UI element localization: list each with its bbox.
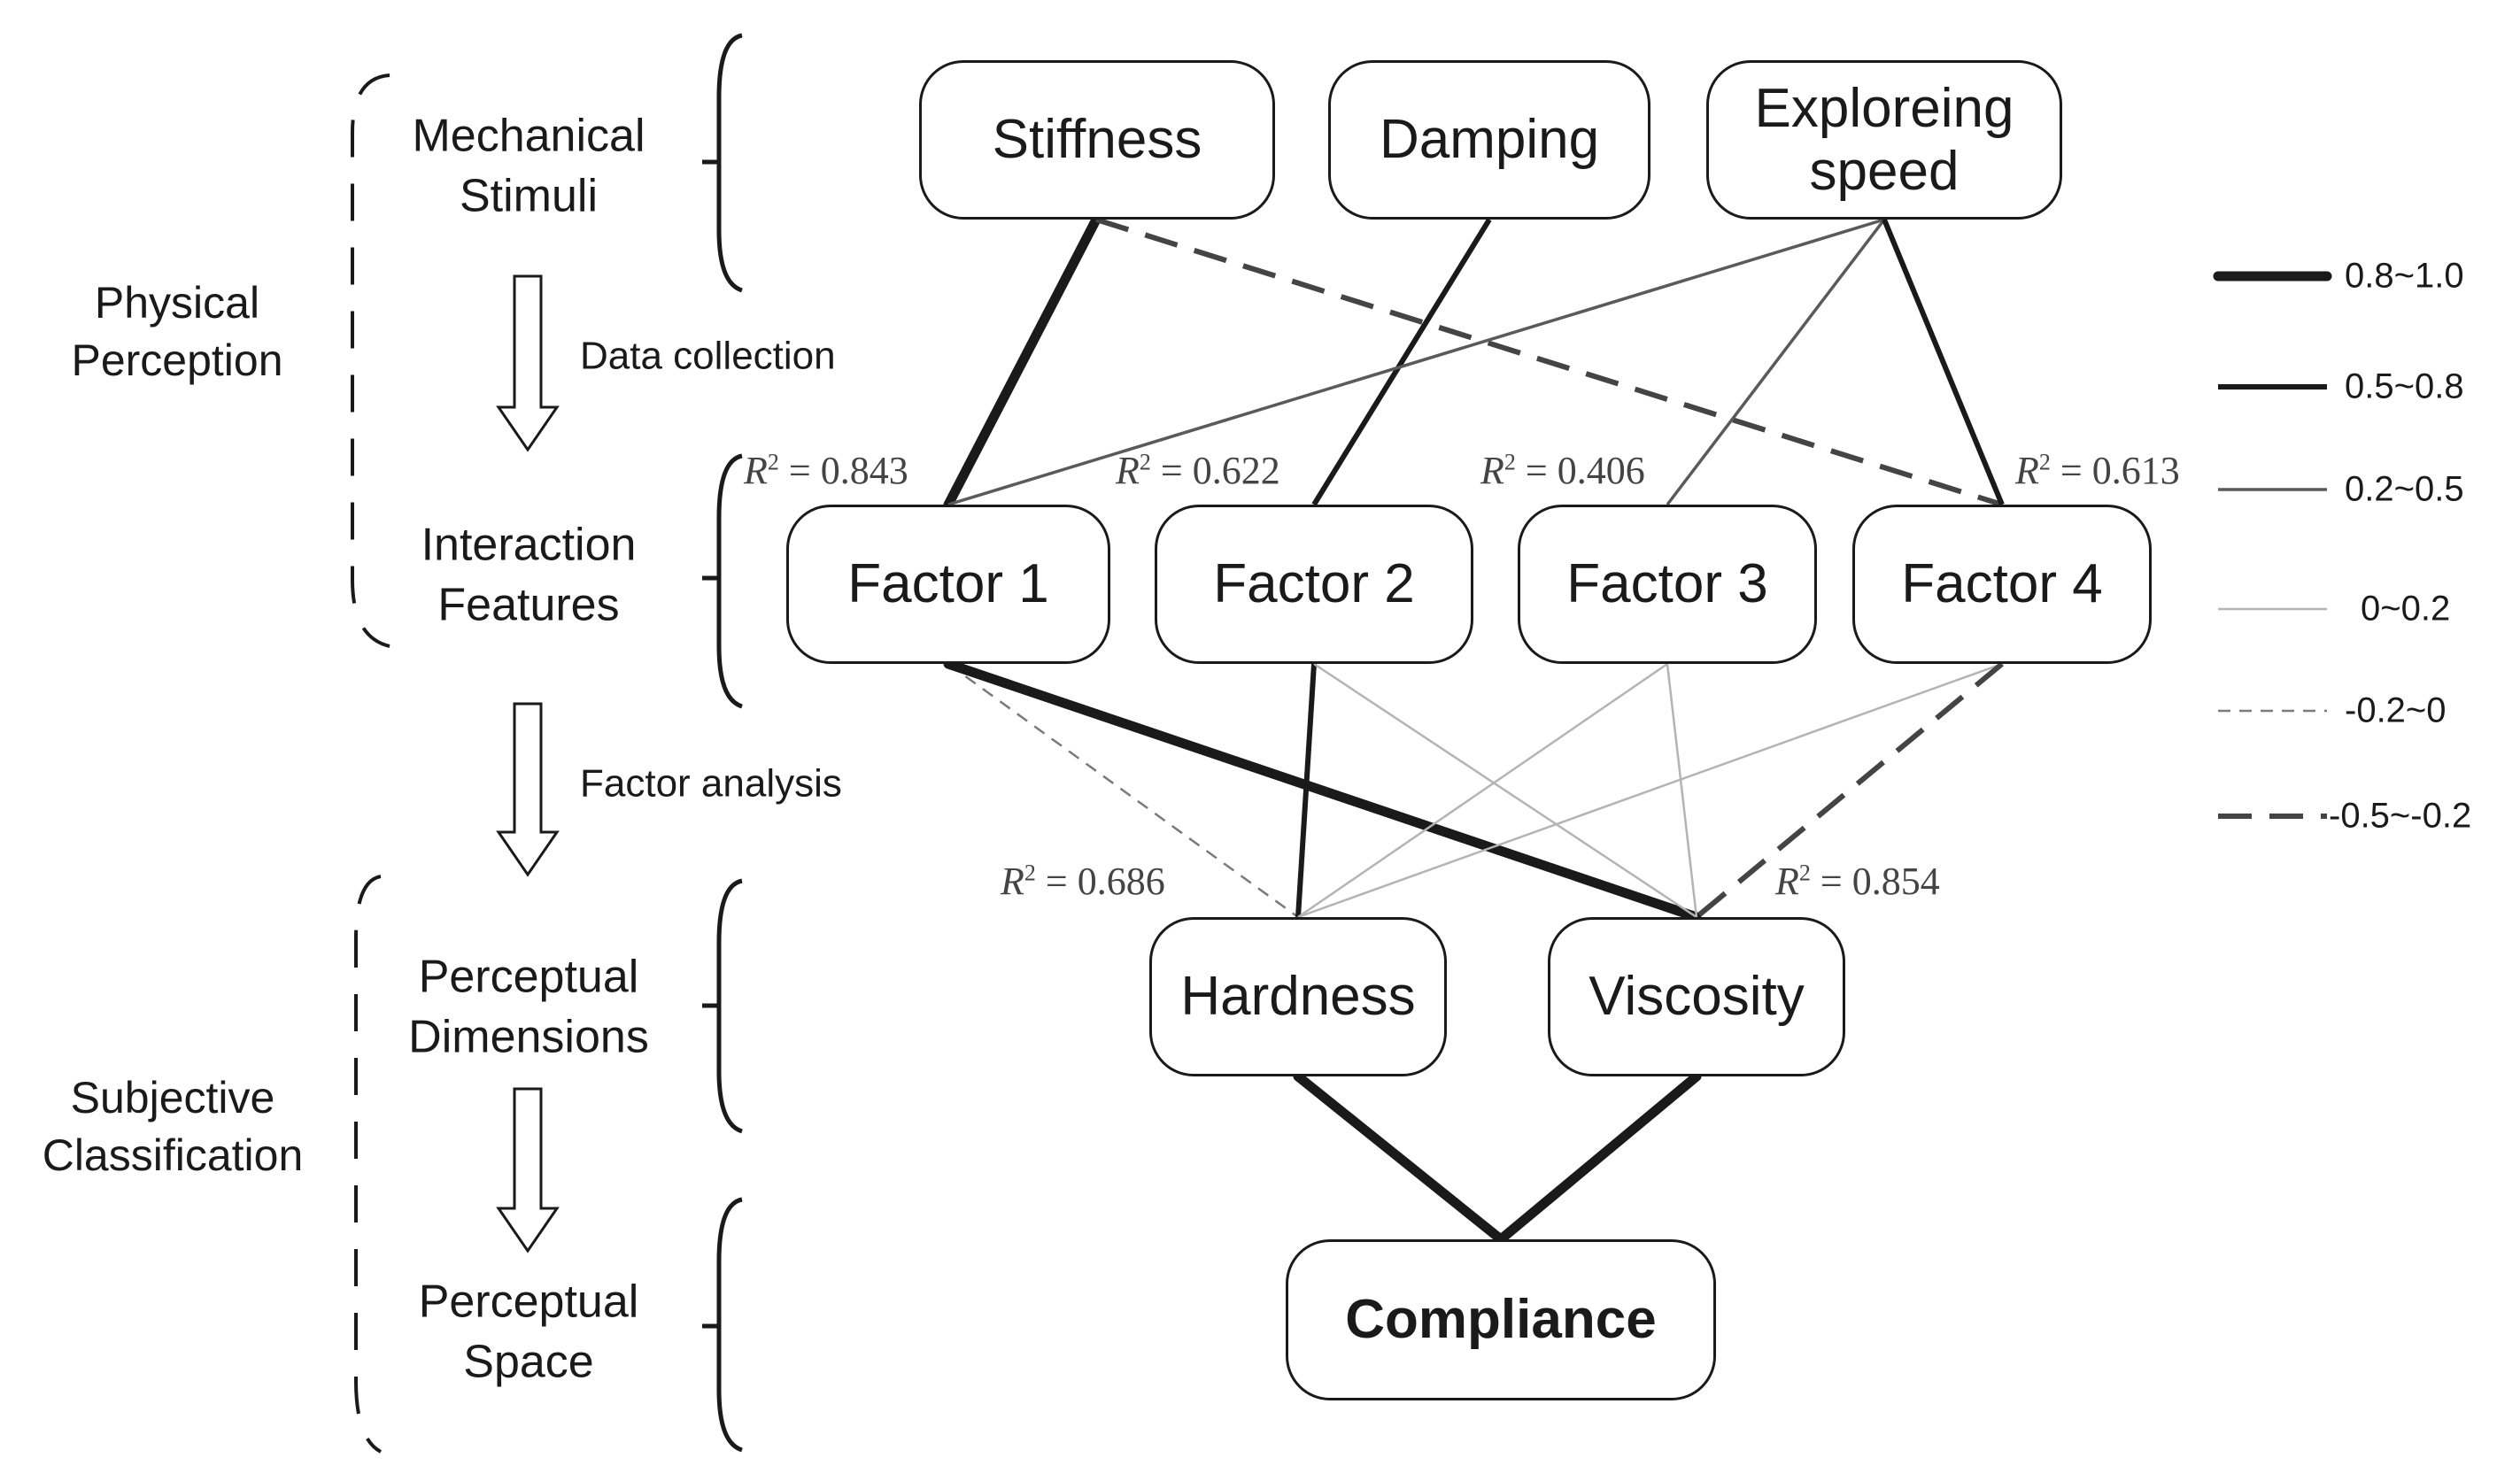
edge-factor1-to-hardness [947, 662, 1299, 919]
r2-factor-3-value: = 0.406 [1515, 449, 1645, 492]
stage-label-physical-line2: Perception [71, 336, 283, 385]
node-damping-label: Damping [1379, 109, 1600, 171]
edge-speed-to-factor3 [1666, 218, 1886, 506]
group-label-mechanical: Mechanical Stimuli [412, 106, 645, 226]
node-stiffness-label: Stiffness [992, 109, 1202, 171]
r2-factor-2: R2 = 0.622 [1116, 448, 1280, 493]
group-label-interaction-line1: Interaction [421, 519, 637, 571]
group-label-space-line1: Perceptual [418, 1276, 639, 1328]
legend-label-0-5-0-8: 0.5~0.8 [2345, 366, 2464, 406]
group-bracket-space [702, 1197, 743, 1453]
node-factor-4: Factor 4 [1852, 505, 2152, 664]
group-label-mechanical-line2: Stimuli [459, 170, 599, 221]
step-arrow-perceptual [496, 1087, 560, 1253]
edge-speed-to-factor4 [1882, 218, 2005, 506]
node-factor-3-label: Factor 3 [1566, 553, 1768, 615]
edge-speed-to-factor1 [947, 218, 1885, 506]
r2-symbol: R [2015, 449, 2039, 492]
node-exploring-speed: Exploreing speed [1706, 60, 2062, 220]
r2-factor-1: R2 = 0.843 [744, 448, 908, 493]
group-label-interaction-line2: Features [437, 579, 620, 630]
legend-label-0-8-1-0: 0.8~1.0 [2345, 256, 2464, 296]
node-factor-2-label: Factor 2 [1213, 553, 1415, 615]
group-label-interaction: Interaction Features [421, 515, 637, 635]
stage-label-physical: Physical Perception [71, 274, 282, 390]
node-exploring-speed-line2: speed [1809, 141, 1960, 202]
stage-brace-physical [351, 73, 390, 648]
edge-factor2-to-viscosity [1313, 662, 1697, 919]
step-arrow-factor-analysis [496, 702, 560, 877]
r2-symbol: R [744, 449, 768, 492]
group-label-dimensions-line2: Dimensions [408, 1011, 649, 1062]
group-label-space-line2: Space [463, 1336, 594, 1387]
group-label-space: Perceptual Space [419, 1272, 639, 1392]
r2-factor-4: R2 = 0.613 [2015, 448, 2180, 493]
r2-factor-4-value: = 0.613 [2050, 449, 2180, 492]
r2-superscript: 2 [1139, 449, 1151, 475]
edge-factor4-to-hardness [1297, 662, 2003, 919]
edge-factor3-to-viscosity [1666, 663, 1698, 918]
r2-superscript: 2 [2038, 449, 2051, 475]
r2-hardness-value: = 0.686 [1035, 860, 1165, 903]
r2-symbol: R [1116, 449, 1140, 492]
edge-hardness-to-compliance [1293, 1071, 1506, 1245]
edge-stiffness-to-factor1 [943, 214, 1102, 510]
stage-label-subjective-line2: Classification [42, 1130, 304, 1180]
r2-superscript: 2 [1798, 860, 1811, 886]
r2-symbol: R [1480, 449, 1504, 492]
r2-symbol: R [1775, 860, 1799, 903]
node-factor-2: Factor 2 [1155, 505, 1473, 664]
edge-factor4-to-viscosity [1695, 661, 2004, 920]
legend-label-0-2-0-5: 0.2~0.5 [2345, 469, 2464, 509]
r2-factor-3: R2 = 0.406 [1480, 448, 1645, 493]
edge-factor1-to-viscosity [943, 659, 1702, 922]
node-compliance: Compliance [1286, 1239, 1716, 1400]
legend-label-neg-0-5-neg-0-2: -0.5~-0.2 [2329, 796, 2472, 836]
node-factor-3: Factor 3 [1518, 505, 1817, 664]
node-factor-4-label: Factor 4 [1901, 553, 2103, 615]
r2-viscosity: R2 = 0.854 [1775, 859, 1940, 904]
node-stiffness: Stiffness [919, 60, 1275, 220]
edge-factor3-to-hardness [1297, 662, 1668, 919]
step-label-data-collection: Data collection [580, 334, 836, 378]
edge-factor2-to-hardness [1295, 663, 1317, 918]
stage-label-subjective-line1: Subjective [70, 1073, 275, 1122]
edge-viscosity-to-compliance [1496, 1071, 1702, 1245]
group-bracket-mechanical [702, 33, 743, 293]
step-label-factor-analysis: Factor analysis [580, 761, 842, 806]
r2-factor-1-value: = 0.843 [778, 449, 908, 492]
r2-superscript: 2 [1503, 449, 1516, 475]
group-bracket-interaction [702, 453, 743, 709]
edge-damping-to-factor2 [1311, 218, 1492, 506]
r2-superscript: 2 [1024, 860, 1036, 886]
node-damping: Damping [1328, 60, 1650, 220]
edges-layer [943, 214, 2005, 1245]
stage-label-physical-line1: Physical [94, 278, 260, 328]
node-compliance-label: Compliance [1345, 1289, 1657, 1351]
node-hardness: Hardness [1149, 917, 1447, 1076]
stage-label-subjective: Subjective Classification [43, 1069, 304, 1184]
legend-layer [2213, 271, 2332, 819]
r2-viscosity-value: = 0.854 [1810, 860, 1940, 903]
group-label-dimensions: Perceptual Dimensions [408, 947, 649, 1067]
r2-superscript: 2 [767, 449, 779, 475]
node-hardness-label: Hardness [1180, 966, 1416, 1028]
step-arrow-data-collection [496, 274, 560, 452]
node-viscosity-label: Viscosity [1589, 966, 1805, 1028]
group-bracket-dimensions [702, 878, 743, 1134]
node-exploring-speed-line1: Exploreing [1754, 77, 2014, 139]
node-factor-1: Factor 1 [786, 505, 1110, 664]
legend-label-0-0-2: 0~0.2 [2361, 589, 2451, 629]
edge-stiffness-to-factor4 [1095, 217, 2003, 507]
r2-hardness: R2 = 0.686 [1001, 859, 1165, 904]
group-label-dimensions-line1: Perceptual [418, 951, 639, 1003]
node-viscosity: Viscosity [1548, 917, 1845, 1076]
r2-symbol: R [1001, 860, 1024, 903]
node-factor-1-label: Factor 1 [847, 553, 1049, 615]
stage-brace-subjective [354, 875, 383, 1454]
r2-factor-2-value: = 0.622 [1150, 449, 1280, 492]
group-label-mechanical-line1: Mechanical [412, 110, 645, 162]
legend-label-neg-0-2-0: -0.2~0 [2345, 690, 2447, 730]
